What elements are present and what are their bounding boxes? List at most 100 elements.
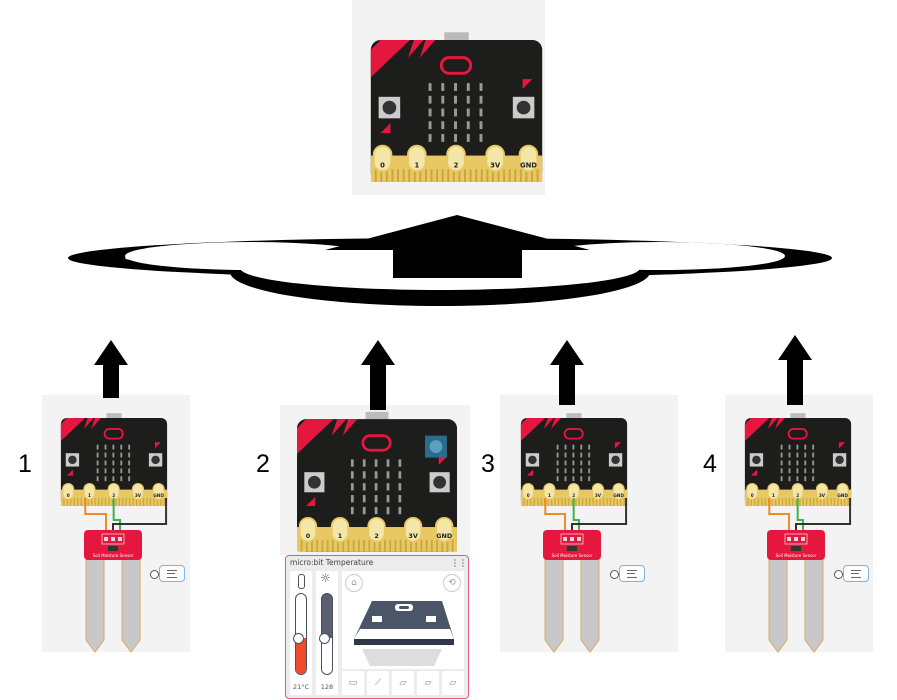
edge-finger — [531, 169, 533, 182]
gesture-3g-button[interactable]: ▱ — [392, 671, 414, 695]
edge-finger — [761, 498, 763, 506]
led — [556, 468, 559, 474]
edge-finger — [111, 498, 113, 506]
drag-handle-icon[interactable] — [454, 559, 464, 567]
usb-connector — [566, 413, 582, 420]
edge-finger — [139, 498, 141, 506]
button-a[interactable] — [304, 472, 325, 493]
gesture-8g-button[interactable]: ▱ — [442, 671, 464, 695]
light-control: ☼ 128 — [316, 571, 338, 695]
led — [441, 134, 445, 142]
touch-logo — [563, 428, 584, 440]
led — [580, 452, 583, 458]
temperature-simulator-panel: micro:bit Temperature 21°C ☼ 128 ⌂ ⟲ ▭ ⟋… — [285, 555, 469, 699]
note-icon[interactable] — [159, 565, 185, 582]
led — [441, 108, 445, 117]
gesture-6g-button[interactable]: ▱ — [417, 671, 439, 695]
led — [362, 495, 366, 503]
note-anchor-1[interactable] — [150, 570, 159, 579]
note-anchor-4[interactable] — [834, 570, 843, 579]
edge-finger — [70, 498, 72, 506]
wire — [768, 498, 790, 539]
rotate-icon[interactable]: ⟲ — [443, 574, 461, 592]
led — [96, 444, 99, 450]
uplink-arrow-3 — [550, 340, 584, 405]
3d-board-view[interactable]: ⌂ ⟲ — [342, 571, 464, 669]
led — [386, 483, 390, 491]
note-anchor-3[interactable] — [610, 570, 619, 579]
led — [572, 476, 575, 482]
note-icon[interactable] — [843, 565, 869, 582]
node-number-3: 3 — [481, 450, 495, 478]
wire — [796, 498, 804, 539]
edge-finger — [347, 539, 350, 552]
node-number-2: 2 — [256, 450, 270, 478]
button-a[interactable] — [378, 96, 401, 119]
note-icon[interactable] — [619, 565, 645, 582]
led — [796, 460, 799, 466]
edge-finger — [385, 169, 388, 182]
temperature-slider-knob[interactable] — [293, 633, 304, 645]
home-icon[interactable]: ⌂ — [345, 574, 363, 592]
led — [374, 495, 378, 503]
edge-finger — [844, 498, 846, 506]
usb-connector — [365, 411, 389, 421]
button-a[interactable] — [65, 453, 80, 467]
edge-finger — [806, 498, 808, 506]
led — [441, 121, 445, 130]
edge-finger — [795, 498, 797, 506]
led — [580, 460, 583, 466]
button-a[interactable] — [525, 453, 540, 467]
header-pin — [801, 537, 805, 541]
edge-finger — [754, 498, 756, 506]
led — [112, 444, 115, 450]
button-a-cap — [68, 455, 77, 465]
led — [120, 452, 123, 458]
edge-finger — [561, 498, 563, 506]
edge-finger — [373, 539, 376, 552]
edge-finger — [352, 539, 355, 552]
led — [466, 108, 470, 117]
led — [128, 444, 131, 450]
edge-finger — [108, 498, 110, 506]
sensor-probe — [804, 557, 824, 653]
logo-stripe — [408, 40, 424, 58]
header-pin — [577, 537, 581, 541]
edge-finger — [125, 498, 127, 506]
led — [804, 460, 807, 466]
led — [120, 468, 123, 474]
button-b[interactable] — [148, 453, 163, 467]
button-b[interactable] — [429, 472, 450, 493]
button-b[interactable] — [608, 453, 623, 467]
led — [454, 83, 457, 91]
button-a-cap — [307, 475, 321, 489]
edge-finger — [452, 169, 455, 182]
edge-finger — [497, 169, 500, 182]
edge-finger — [788, 498, 791, 506]
sensor-board — [84, 530, 142, 560]
edge-finger — [384, 539, 386, 552]
edge-finger — [802, 498, 804, 506]
led — [556, 460, 559, 466]
led — [112, 468, 115, 474]
led — [350, 495, 354, 503]
pin-label: 0 — [306, 532, 311, 540]
edge-finger — [430, 169, 433, 182]
edge-finger — [80, 498, 82, 506]
gesture-shake-button[interactable]: ▭ — [342, 671, 364, 695]
pin-3V — [131, 482, 145, 500]
pin-1 — [407, 144, 427, 173]
gesture-tilt-button[interactable]: ⟋ — [367, 671, 389, 695]
button-a[interactable] — [749, 453, 764, 467]
pin-label: 2 — [572, 493, 575, 498]
sensor-probe — [85, 557, 105, 653]
led — [479, 108, 483, 117]
button-b[interactable] — [832, 453, 847, 467]
pin-1 — [543, 482, 556, 500]
led — [104, 468, 107, 474]
button-b[interactable] — [512, 96, 535, 119]
edge-finger — [142, 498, 145, 506]
light-slider-knob[interactable] — [319, 633, 330, 645]
